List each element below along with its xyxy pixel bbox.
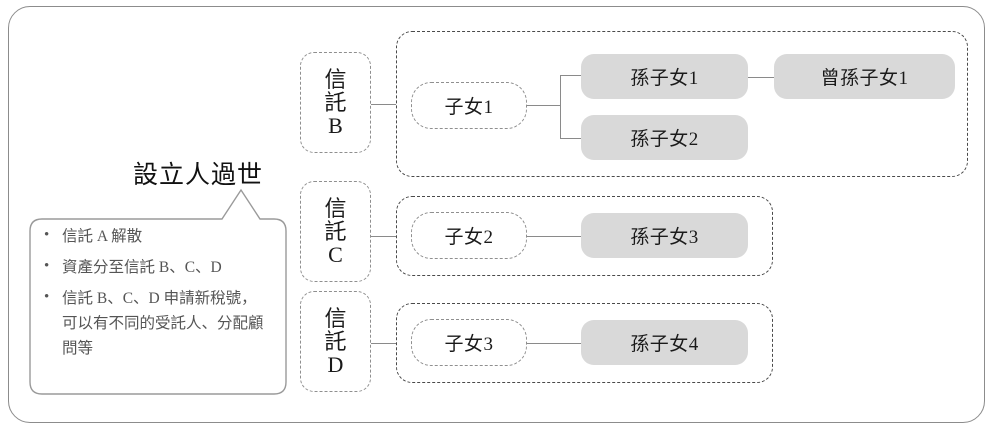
node-child-2[interactable]: 子女2 [411,212,527,259]
node-grandchild-4[interactable]: 孫子女4 [581,320,748,365]
node-great-grandchild-1-label: 曾孫子女1 [820,68,909,89]
connector-child1-to-grandchild1 [560,75,595,76]
trust-box-b[interactable]: 信 託 B [300,52,371,153]
trust-c-line1: 信 [324,195,347,221]
trust-d-line2: 託 [324,328,347,354]
callout-bullet-item: 信託 A 解散 [42,223,270,249]
node-child-3[interactable]: 子女3 [411,319,527,366]
node-grandchild-4-label: 孫子女4 [630,334,699,355]
connector-child3-to-grandchild4 [527,343,581,344]
callout-bullet-item: 資產分至信託 B、C、D [42,254,270,280]
trust-b-line1: 信 [324,66,347,92]
trust-b-line2: 託 [324,89,347,115]
node-child-3-label: 子女3 [444,334,494,355]
callout-bullet-list: 信託 A 解散 資產分至信託 B、C、D 信託 B、C、D 申請新稅號，可以有不… [42,223,270,368]
connector-trust-c-to-group [371,236,396,237]
trust-c-label: 信 託 C [324,195,347,268]
outer-frame [8,6,985,423]
trust-d-line1: 信 [324,305,347,331]
node-child-2-label: 子女2 [444,227,494,248]
node-grandchild-3-label: 孫子女3 [630,227,699,248]
trust-c-line3: C [328,242,343,268]
node-grandchild-3[interactable]: 孫子女3 [581,213,748,258]
trust-d-line3: D [327,352,344,378]
page-title: 設立人過世 [132,162,263,189]
trust-box-d[interactable]: 信 託 D [300,291,371,392]
node-great-grandchild-1[interactable]: 曾孫子女1 [774,54,955,99]
node-child-1[interactable]: 子女1 [411,82,527,129]
connector-child1-to-grandchild2 [560,138,595,139]
group-box-trust-d [396,303,773,383]
connector-child1-stub [527,105,560,106]
trust-c-line2: 託 [324,218,347,244]
node-grandchild-1[interactable]: 孫子女1 [581,54,748,99]
connector-child1-vertical [560,75,561,138]
node-grandchild-2[interactable]: 孫子女2 [581,115,748,160]
callout-bubble: 信託 A 解散 資產分至信託 B、C、D 信託 B、C、D 申請新稅號，可以有不… [20,186,288,398]
node-child-1-label: 子女1 [444,97,494,118]
trust-b-label: 信 託 B [324,66,347,139]
connector-grandchild1-to-greatgrandchild1 [748,77,774,78]
node-grandchild-2-label: 孫子女2 [630,129,699,150]
group-box-trust-b [396,31,968,177]
connector-trust-d-to-group [371,343,396,344]
trust-d-label: 信 託 D [324,305,347,378]
connector-child2-to-grandchild3 [527,236,581,237]
node-grandchild-1-label: 孫子女1 [630,68,699,89]
group-box-trust-c [396,196,773,276]
trust-box-c[interactable]: 信 託 C [300,181,371,282]
connector-trust-b-to-group [371,104,396,105]
callout-bullet-item: 信託 B、C、D 申請新稅號，可以有不同的受託人、分配顧問等 [42,285,270,361]
trust-b-line3: B [328,113,343,139]
